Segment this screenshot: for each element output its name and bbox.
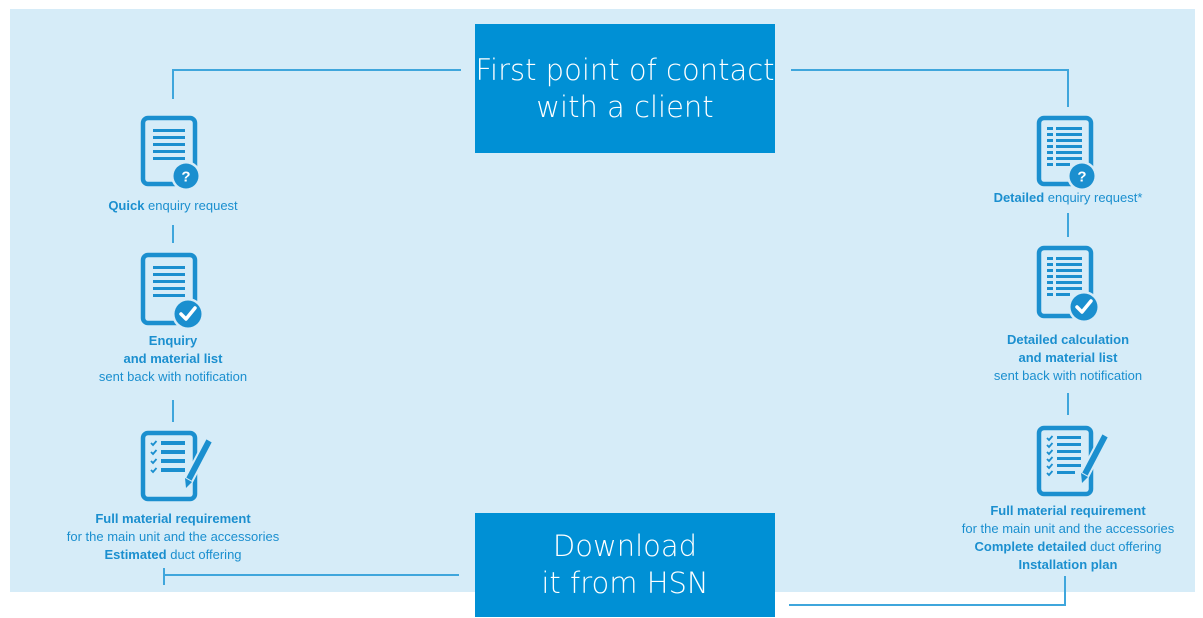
left-step2-line2: and material list [123,351,223,366]
checklist-pencil-icon [140,430,215,502]
top-box: First point of contact with a client [475,24,775,153]
right-step2-line2: and material list [1018,350,1118,365]
bottom-box-line2: it from HSN [541,566,709,600]
detailed-document-question-icon: ? [1036,115,1097,191]
right-step3-line3: Complete detailed duct offering [926,538,1203,556]
connector-bottom-left-v [163,568,165,585]
left-step3-line1: Full material requirement [95,511,251,526]
left-step3-line3-text: duct offering [166,547,242,562]
detailed-label-text: enquiry request* [1044,190,1143,205]
detailed-document-check-icon [1036,245,1100,323]
bottom-box-line1: Download [552,529,698,563]
connector-top-left-h [172,69,461,71]
right-step3-line2: for the main unit and the accessories [961,521,1175,536]
enquiry-material-list-label: Enquiry and material list sent back with… [40,332,306,386]
left-full-material-label: Full material requirement for the main u… [40,510,306,564]
left-step3-line3-bold: Estimated [104,547,167,562]
quick-enquiry-label: Quick enquiry request [40,197,306,215]
connector-bottom-left-h [163,574,459,576]
connector-top-right-h [791,69,1069,71]
connector-right-1 [1067,213,1069,237]
bottom-box: Download it from HSN [475,513,775,617]
connector-top-right-v [1067,69,1069,107]
left-step2-line1: Enquiry [148,333,198,348]
connector-left-1 [172,225,174,243]
right-step3-line4: Installation plan [1018,557,1118,572]
checklist-pencil-icon [1036,425,1111,497]
right-full-material-label: Full material requirement for the main u… [926,502,1203,574]
connector-bottom-right-v [1064,576,1066,606]
connector-left-2 [172,400,174,422]
right-step3-line1: Full material requirement [990,503,1146,518]
detailed-label-bold: Detailed [993,190,1045,205]
left-step3-line3: Estimated duct offering [40,546,306,564]
document-question-icon: ? [140,115,201,191]
svg-text:?: ? [1077,169,1086,186]
detailed-calculation-label: Detailed calculation and material list s… [930,331,1203,385]
left-step2-line3: sent back with notification [98,369,248,384]
right-step2-line3: sent back with notification [993,368,1143,383]
connector-right-2 [1067,393,1069,415]
detailed-enquiry-label: Detailed enquiry request* [930,189,1203,207]
top-box-line2: with a client [536,89,714,124]
right-step3-line3-bold: Complete detailed [974,539,1087,554]
left-step3-line2: for the main unit and the accessories [66,529,280,544]
svg-text:?: ? [181,169,190,186]
document-check-icon [140,252,204,330]
connector-bottom-right-h [789,604,1066,606]
top-box-line1: First point of contact [475,52,775,87]
quick-label-bold: Quick [108,198,145,213]
right-step2-line1: Detailed calculation [1006,332,1130,347]
quick-label-text: enquiry request [144,198,238,213]
connector-top-left-v [172,69,174,99]
right-step3-line3-text: duct offering [1086,539,1162,554]
